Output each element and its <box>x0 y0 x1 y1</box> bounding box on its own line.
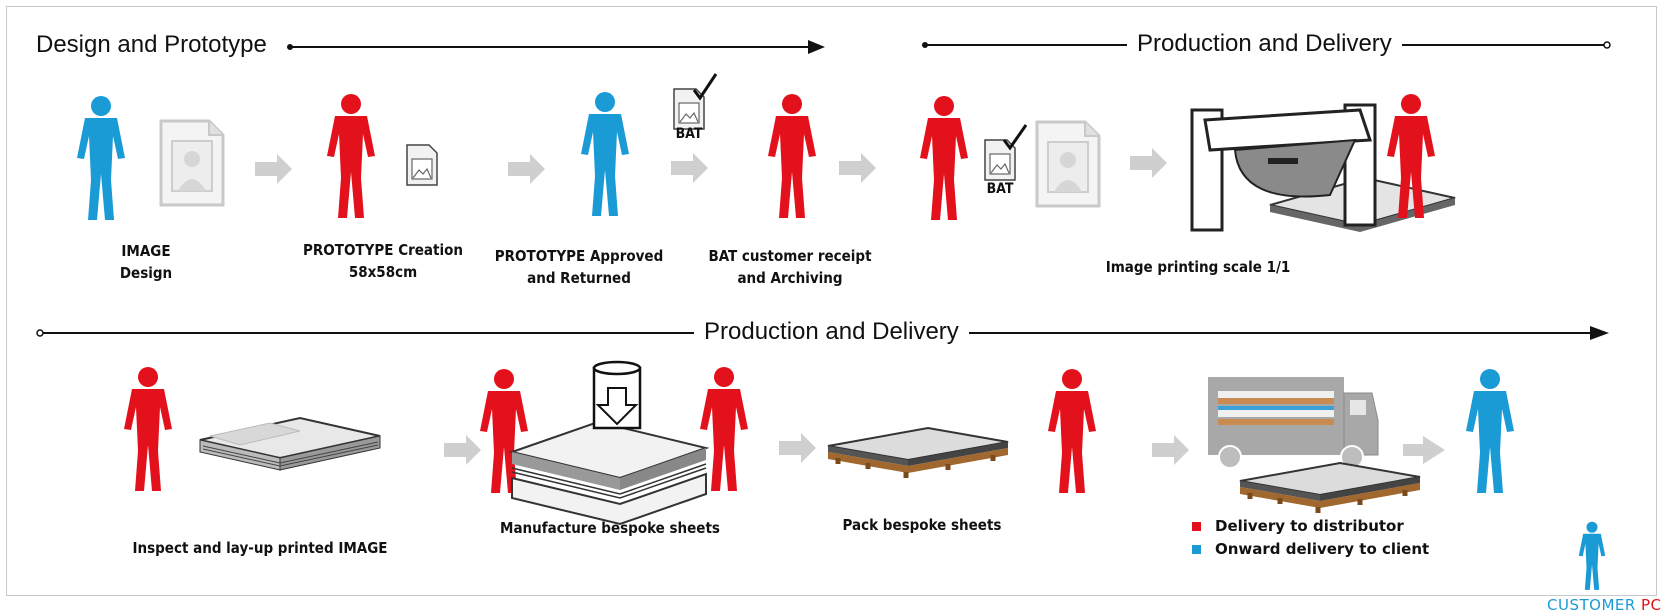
legend-swatch-blue <box>1192 544 1201 554</box>
po-label: PC <box>1641 596 1661 614</box>
flow-arrow-icon <box>779 433 816 463</box>
step-label-bat-receipt: BAT customer receipt and Archiving <box>708 247 872 287</box>
prototype-icon <box>406 144 438 186</box>
delivery-truck-icon <box>1208 377 1379 469</box>
customer-label: CUSTOMER <box>1547 596 1636 614</box>
printed-stack-icon <box>199 417 381 471</box>
bat-approved-icon <box>673 73 718 130</box>
flow-arrow-icon <box>839 153 876 183</box>
diagram-frame <box>6 6 1657 596</box>
bat-approved-icon <box>984 124 1028 181</box>
step-label-inspect: Inspect and lay-up printed IMAGE <box>132 539 388 557</box>
producer-figure <box>768 94 816 218</box>
step-label-image-printing: Image printing scale 1/1 <box>1105 258 1291 276</box>
section-title-design: Design and Prototype <box>26 31 277 59</box>
customer-figure <box>1578 521 1606 590</box>
section-title-production-bottom: Production and Delivery <box>694 318 969 346</box>
delivered-pallet-icon <box>1240 463 1420 513</box>
step-label-image-design: IMAGE Design <box>119 242 173 282</box>
flow-arrow-icon <box>444 435 481 465</box>
design-timeline <box>287 40 825 54</box>
flow-arrow-icon <box>1403 436 1445 464</box>
flow-arrow-icon <box>671 153 708 183</box>
flow-arrow-icon <box>1130 148 1167 178</box>
producer-figure <box>327 94 375 218</box>
image-document-icon <box>159 119 225 207</box>
step-label-prototype-approved: PROTOTYPE Approved and Returned <box>494 247 664 287</box>
legend-item-onward-delivery: Onward delivery to client <box>1192 540 1429 558</box>
producer-figure <box>920 96 968 220</box>
producer-figure <box>1048 369 1096 493</box>
flow-arrow-icon <box>508 154 545 184</box>
bat-label: BAT <box>675 126 703 142</box>
client-figure <box>1466 369 1514 493</box>
producer-figure <box>700 367 748 491</box>
step-label-prototype-creation: PROTOTYPE Creation 58x58cm <box>303 241 463 281</box>
designer-figure <box>581 92 629 216</box>
step-label-pack: Pack bespoke sheets <box>842 516 1002 534</box>
image-document-icon <box>1035 120 1101 208</box>
designer-figure <box>77 96 125 220</box>
legend-swatch-red <box>1192 521 1201 531</box>
producer-figure <box>124 367 172 491</box>
flow-arrow-icon <box>255 154 292 184</box>
press-stack-icon <box>508 360 710 526</box>
flow-arrow-icon <box>1152 435 1189 465</box>
step-label-manufacture: Manufacture bespoke sheets <box>500 519 720 537</box>
packed-pallet-icon <box>828 428 1008 478</box>
legend-item-delivery-distributor: Delivery to distributor <box>1192 517 1404 535</box>
section-title-production-top: Production and Delivery <box>1127 30 1402 58</box>
bat-label: BAT <box>986 181 1014 197</box>
